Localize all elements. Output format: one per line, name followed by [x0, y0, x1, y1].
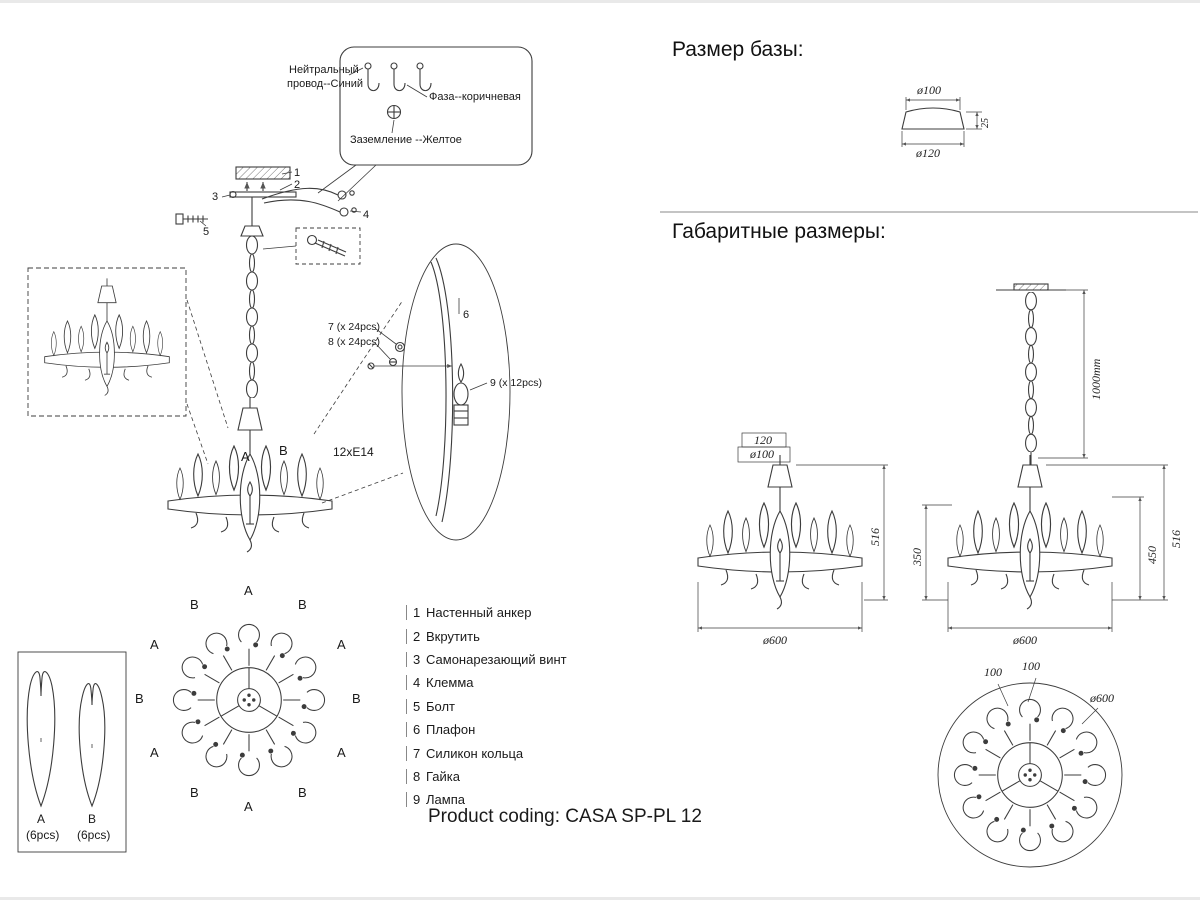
- legend-label: Лампа: [426, 792, 465, 808]
- callout-5: 5: [203, 226, 210, 238]
- legend-number: 3: [406, 651, 422, 667]
- legend-number: 5: [406, 698, 422, 714]
- dim-chain-length: 1000mm: [1089, 358, 1103, 400]
- callout-2: 2: [294, 179, 301, 191]
- shade-type-a-qty: (6pcs): [26, 828, 60, 842]
- shade-types-box: [17, 651, 127, 853]
- base-size-drawing: [901, 97, 982, 147]
- leader-to-detail-top: [313, 299, 404, 435]
- shade-type-b-label: B: [88, 812, 97, 826]
- overall-left-drawing: [698, 432, 888, 632]
- legend-number: 7: [406, 745, 422, 761]
- plan-label: B: [352, 691, 361, 706]
- dim-diameter-right: ø600: [1013, 633, 1037, 647]
- legend-label: Клемма: [426, 675, 474, 691]
- plan-label: A: [244, 583, 253, 598]
- dim-plan-diameter: ø600: [1090, 691, 1114, 705]
- ceiling-mount-drawing: [175, 166, 362, 237]
- dim-canopy-diameter: ø100: [750, 447, 774, 461]
- detail-oval-drawing: [367, 243, 511, 541]
- dim-base-bottom: ø120: [916, 146, 940, 160]
- plan-label: B: [190, 597, 199, 612]
- front-view-box: [27, 267, 229, 465]
- plan-label: A: [244, 799, 253, 814]
- plan-label: A: [337, 637, 346, 652]
- dim-plan-100b: 100: [1022, 659, 1040, 673]
- callout-3: 3: [212, 191, 219, 203]
- wiring-neutral-label-line1: Нейтральный: [289, 64, 359, 76]
- dim-base-top: ø100: [917, 83, 941, 97]
- wiring-callout-drawing: [317, 46, 533, 202]
- callout-8: 8 (x 24pcs): [328, 336, 380, 348]
- legend-label: Плафон: [426, 722, 476, 738]
- plan-dimension-drawing: [937, 677, 1123, 868]
- legend-number: 1: [406, 605, 422, 621]
- shade-type-a-label: A: [37, 812, 46, 826]
- shade-a-marker: A: [241, 449, 250, 464]
- plan-label: B: [135, 691, 144, 706]
- callout-9: 9 (x 12pcs): [490, 377, 542, 389]
- chain-drawing: [245, 236, 259, 398]
- legend-label: Настенный анкер: [426, 605, 532, 621]
- legend-label: Силикон кольца: [426, 745, 524, 761]
- legend-number: 8: [406, 768, 422, 784]
- bottom-view-drawing: [173, 624, 324, 775]
- page-top-edge: [0, 0, 1200, 3]
- plan-label: A: [150, 745, 159, 760]
- shade-b-marker: B: [279, 443, 288, 458]
- wiring-ground-label: Заземление --Желтое: [350, 134, 462, 146]
- dim-plan-100a: 100: [984, 665, 1002, 679]
- legend-label: Самонарезающий винт: [426, 651, 567, 667]
- legend-number: 9: [406, 792, 422, 808]
- plan-label: A: [150, 637, 159, 652]
- plan-label: B: [298, 785, 307, 800]
- legend-label: Болт: [426, 698, 456, 714]
- legend-label: Вкрутить: [426, 628, 480, 644]
- plan-label: A: [337, 745, 346, 760]
- plan-label: B: [298, 597, 307, 612]
- legend-number: 4: [406, 675, 422, 691]
- callout-7: 7 (x 24pcs): [328, 321, 380, 333]
- plan-label: B: [190, 785, 199, 800]
- callout-6: 6: [463, 309, 470, 321]
- overall-size-heading: Габаритные размеры:: [672, 220, 886, 243]
- dim-height-right: 516: [1169, 530, 1183, 548]
- dim-shade-height: 350: [910, 548, 924, 566]
- wiring-phase-label: Фаза--коричневая: [429, 91, 521, 103]
- leader-to-detail-bottom: [321, 472, 404, 504]
- dim-diameter-left: ø600: [763, 633, 787, 647]
- lamp-spec-label: 12xE14: [333, 445, 374, 459]
- callout-4: 4: [363, 209, 370, 221]
- overall-right-drawing: [922, 283, 1168, 632]
- base-size-heading: Размер базы:: [672, 38, 804, 61]
- page-bottom-edge: [0, 897, 1200, 900]
- legend-number: 6: [406, 722, 422, 738]
- dim-height-left: 516: [868, 528, 882, 546]
- legend-label: Гайка: [426, 768, 461, 784]
- shade-type-b-qty: (6pcs): [77, 828, 111, 842]
- legend-number: 2: [406, 628, 422, 644]
- callout-1: 1: [294, 167, 301, 179]
- dim-canopy-width: 120: [754, 433, 772, 447]
- screw-detail-box: [262, 227, 361, 265]
- dim-base-height: 25: [980, 118, 991, 128]
- product-coding: Product coding: CASA SP-PL 12: [428, 806, 702, 827]
- wiring-neutral-label-line2: провод--Синий: [287, 78, 363, 90]
- dim-inner-height: 450: [1145, 546, 1159, 564]
